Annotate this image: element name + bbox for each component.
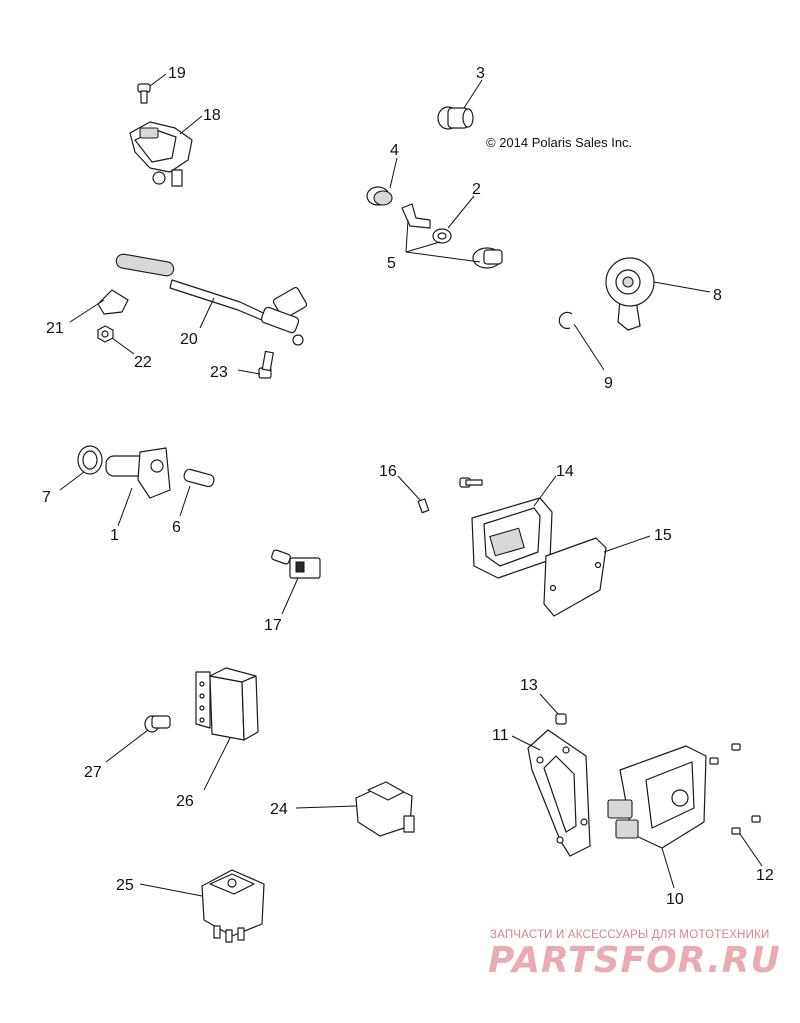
part-15-gasket[interactable] (543, 537, 607, 617)
callout-14[interactable]: 14 (556, 463, 574, 480)
part-13-screw[interactable] (555, 713, 567, 725)
copyright-notice: © 2014 Polaris Sales Inc. (486, 135, 633, 150)
part-8-knock-sensor[interactable] (605, 257, 655, 331)
part-21-clamp[interactable] (97, 289, 129, 315)
callout-25[interactable]: 25 (116, 877, 134, 894)
callout-8[interactable]: 8 (713, 287, 722, 304)
callout-1[interactable]: 1 (110, 527, 119, 544)
part-23-bolt[interactable] (258, 350, 274, 379)
part-12-screws[interactable] (709, 743, 761, 835)
callout-7[interactable]: 7 (42, 489, 51, 506)
part-14-housing[interactable] (471, 497, 553, 579)
watermark-tagline: ЗАПЧАСТИ И АКСЕССУАРЫ ДЛЯ МОТОТЕХНИКИ (490, 929, 770, 941)
callout-16[interactable]: 16 (379, 463, 397, 480)
callout-9[interactable]: 9 (604, 375, 613, 392)
part-24-switch[interactable] (355, 781, 415, 837)
part-1-cam-sensor[interactable] (105, 447, 171, 499)
callout-5[interactable]: 5 (387, 255, 396, 272)
callout-15[interactable]: 15 (654, 527, 672, 544)
part-4-cap[interactable] (366, 186, 393, 206)
callout-4[interactable]: 4 (390, 142, 399, 159)
part-19-screw[interactable] (137, 83, 151, 104)
callout-26[interactable]: 26 (176, 793, 194, 810)
callout-18[interactable]: 18 (203, 107, 221, 124)
part-11-bracket[interactable] (527, 729, 591, 857)
part-9-clip[interactable] (558, 311, 573, 330)
part-7-o-ring[interactable] (77, 445, 103, 475)
callout-11[interactable]: 11 (492, 727, 509, 744)
callout-numbers: 19 18 3 4 2 5 8 9 21 20 22 23 7 1 6 16 1… (42, 65, 774, 908)
callout-3[interactable]: 3 (476, 65, 485, 82)
part-20-sensor-harness[interactable] (115, 253, 308, 346)
callout-6[interactable]: 6 (172, 519, 181, 536)
callout-22[interactable]: 22 (134, 354, 152, 371)
part-2-washer[interactable] (432, 228, 452, 244)
callout-13[interactable]: 13 (520, 677, 538, 694)
part-22-nut[interactable] (97, 325, 114, 343)
callout-27[interactable]: 27 (84, 764, 102, 781)
part-16-screw[interactable] (417, 477, 483, 514)
callout-19[interactable]: 19 (168, 65, 186, 82)
leader-lines (59, 73, 763, 897)
callout-21[interactable]: 21 (46, 320, 64, 337)
part-26-relay[interactable] (195, 667, 259, 741)
callout-20[interactable]: 20 (180, 331, 198, 348)
part-18-map-sensor[interactable] (129, 121, 193, 187)
part-10-ecu[interactable] (607, 745, 707, 849)
part-25-switch[interactable] (201, 869, 265, 943)
part-5-switch-kit[interactable] (401, 203, 503, 269)
callout-23[interactable]: 23 (210, 364, 228, 381)
watermark-logo: PARTSFOR.RU (488, 940, 781, 981)
part-27-screw[interactable] (144, 715, 171, 733)
callout-17[interactable]: 17 (264, 617, 282, 634)
callout-10[interactable]: 10 (666, 891, 684, 908)
callout-12[interactable]: 12 (756, 867, 774, 884)
callout-2[interactable]: 2 (472, 181, 481, 198)
part-3-plug[interactable] (437, 106, 474, 130)
callout-24[interactable]: 24 (270, 801, 288, 818)
part-6-bushing[interactable] (183, 468, 215, 488)
part-17-temp-sensor[interactable] (271, 549, 321, 579)
